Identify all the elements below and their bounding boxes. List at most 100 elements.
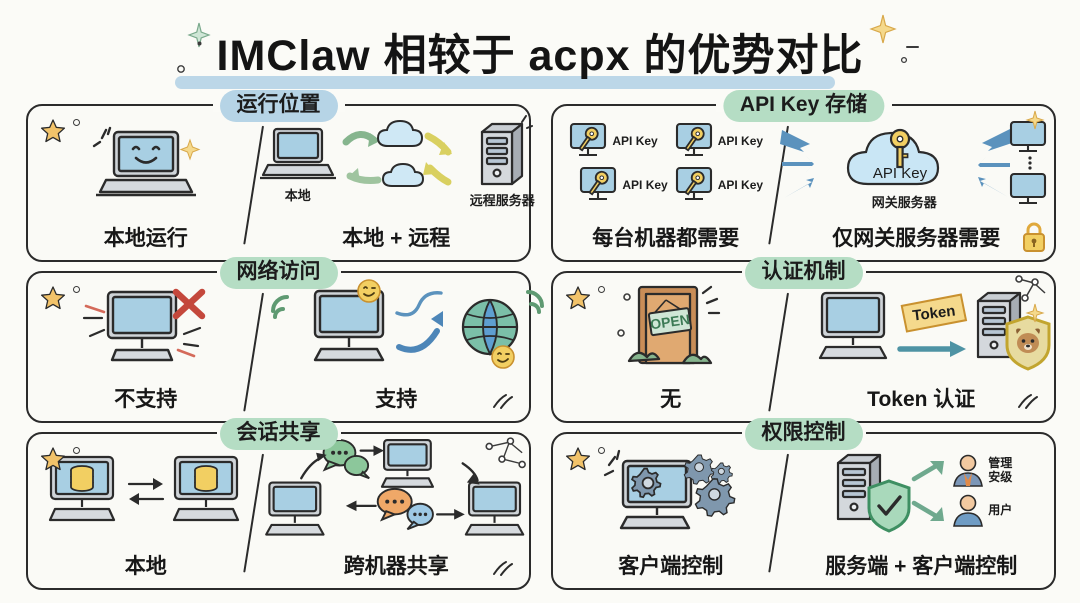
sub-label-local: 本地 bbox=[284, 187, 311, 203]
caption-left: 客户端控制 bbox=[618, 555, 724, 578]
wifi-icon bbox=[271, 295, 290, 319]
svg-text:API Key: API Key bbox=[873, 165, 928, 182]
page-title: IMClaw 相较于 acpx 的优势对比 bbox=[216, 32, 864, 80]
monitor-icon bbox=[1010, 172, 1047, 205]
panel-auth-mechanism: 认证机制 bbox=[551, 257, 1056, 423]
chat-bubble-icon bbox=[377, 487, 435, 531]
comparison-grid: 运行位置 bbox=[26, 90, 1056, 590]
caption-right: 仅网关服务器需要 bbox=[832, 227, 1001, 250]
panel-half-left: 本地运行 bbox=[28, 106, 263, 260]
dot-decoration-icon bbox=[73, 447, 80, 454]
role-label-admin: 管理 bbox=[988, 456, 1013, 471]
caption-right: 支持 bbox=[375, 388, 418, 411]
panel-half-right: 跨机器共享 bbox=[263, 434, 529, 588]
monitor-with-key-icon: API Key bbox=[578, 165, 668, 205]
svg-text:OPEN: OPEN bbox=[649, 311, 691, 332]
panel-half-right: 管理 安级 bbox=[788, 434, 1054, 588]
monitor-icon bbox=[819, 291, 888, 360]
panel-half-left: 客户端控制 bbox=[553, 434, 788, 588]
api-key-label: API Key bbox=[612, 134, 658, 148]
globe-icon bbox=[462, 298, 519, 357]
panel-api-key-storage: API Key 存储 bbox=[551, 90, 1056, 262]
exchange-arrows-icon bbox=[127, 478, 164, 505]
api-key-label: API Key bbox=[717, 178, 764, 192]
caption-right: 本地 + 远程 bbox=[342, 227, 451, 250]
server-icon bbox=[481, 114, 534, 185]
monitor-with-database-icon bbox=[48, 455, 115, 522]
caption-left: 不支持 bbox=[114, 388, 178, 411]
panel-half-right: 本地 bbox=[259, 106, 535, 260]
star-icon bbox=[565, 285, 591, 311]
panel-half-right: API Key 网关服务器 bbox=[778, 106, 1054, 260]
admin-avatar-icon bbox=[953, 454, 984, 487]
monitor-with-key-icon: API Key bbox=[674, 165, 763, 205]
caption-left: 本地 bbox=[124, 555, 167, 578]
cross-machine-sharing-diagram bbox=[265, 437, 527, 536]
panel-badge-session-sharing: 会话共享 bbox=[219, 418, 338, 451]
swish-decoration-icon bbox=[491, 393, 515, 411]
open-door-icon: OPEN bbox=[615, 279, 727, 375]
ellipsis-icon bbox=[1028, 156, 1032, 170]
dot-decoration-icon bbox=[598, 286, 605, 293]
arrow-icon bbox=[911, 461, 945, 482]
swish-decoration-icon bbox=[491, 560, 515, 578]
svg-text:Token: Token bbox=[912, 302, 957, 324]
monitor-icon bbox=[265, 481, 326, 536]
panel-permission-control: 权限控制 bbox=[551, 418, 1056, 590]
page-header: IMClaw 相较于 acpx 的优势对比 bbox=[0, 14, 1080, 90]
panel-network-access: 网络访问 bbox=[26, 257, 545, 423]
cloud-transfer-icon bbox=[342, 119, 452, 187]
connection-arrows-icon bbox=[395, 291, 444, 353]
title-underline-highlight bbox=[175, 76, 835, 89]
monitor-with-key-icon: API Key bbox=[568, 121, 667, 161]
dot-decoration-icon bbox=[598, 447, 605, 454]
shield-check-icon bbox=[867, 479, 911, 533]
user-avatar-icon bbox=[953, 494, 984, 527]
panel-half-left: 不支持 bbox=[28, 273, 263, 421]
caption-left: 无 bbox=[660, 388, 682, 411]
monitor-icon bbox=[1010, 120, 1047, 153]
monitor-no-network-icon bbox=[80, 284, 212, 370]
panel-runtime-location: 运行位置 bbox=[26, 90, 535, 262]
star-icon bbox=[40, 285, 66, 311]
dot-decoration-icon bbox=[73, 119, 80, 126]
monitor-icon bbox=[314, 289, 385, 362]
panel-half-right: Token bbox=[788, 273, 1054, 421]
cloud-key-icon: API Key bbox=[847, 128, 940, 185]
incoming-arrows-icon bbox=[780, 130, 815, 198]
panel-badge-auth-mechanism: 认证机制 bbox=[744, 257, 863, 290]
monitor-icon bbox=[465, 481, 525, 536]
sub-label-gateway-server: 网关服务器 bbox=[871, 194, 937, 210]
local-db-sync-icon bbox=[43, 453, 249, 529]
panel-half-left: API Key bbox=[553, 106, 778, 260]
star-icon bbox=[565, 446, 591, 472]
smiling-laptop-icon bbox=[86, 118, 206, 208]
wifi-icon bbox=[526, 290, 545, 314]
api-key-label: API Key bbox=[622, 178, 668, 192]
monitor-with-gears-icon bbox=[601, 445, 741, 537]
sub-label-remote-server: 远程服务器 bbox=[469, 192, 535, 208]
panel-badge-runtime-location: 运行位置 bbox=[219, 90, 338, 123]
caption-left: 本地运行 bbox=[103, 227, 188, 250]
star-icon bbox=[40, 446, 66, 472]
caption-right: Token 认证 bbox=[867, 388, 976, 411]
panel-half-right: 支持 bbox=[263, 273, 545, 421]
monitor-icon bbox=[381, 438, 435, 488]
panel-badge-permission-control: 权限控制 bbox=[744, 418, 863, 451]
api-key-label: API Key bbox=[717, 134, 764, 148]
lock-icon bbox=[1020, 220, 1048, 254]
dot-decoration-icon bbox=[73, 286, 80, 293]
swish-decoration-icon bbox=[1016, 393, 1040, 411]
arrow-icon bbox=[911, 500, 945, 521]
laptop-icon bbox=[259, 127, 336, 179]
star-icon bbox=[40, 118, 66, 144]
panel-session-sharing: 会话共享 bbox=[26, 418, 531, 590]
panel-half-left: OPEN 无 bbox=[553, 273, 788, 421]
token-ticket-icon: Token bbox=[900, 293, 968, 333]
arrow-icon bbox=[897, 341, 967, 357]
caption-right: 跨机器共享 bbox=[343, 555, 449, 578]
monitor-with-database-icon bbox=[172, 455, 239, 522]
panel-badge-api-key-storage: API Key 存储 bbox=[722, 90, 885, 123]
shield-dog-icon bbox=[1005, 315, 1051, 371]
chat-bubble-icon bbox=[323, 439, 371, 480]
